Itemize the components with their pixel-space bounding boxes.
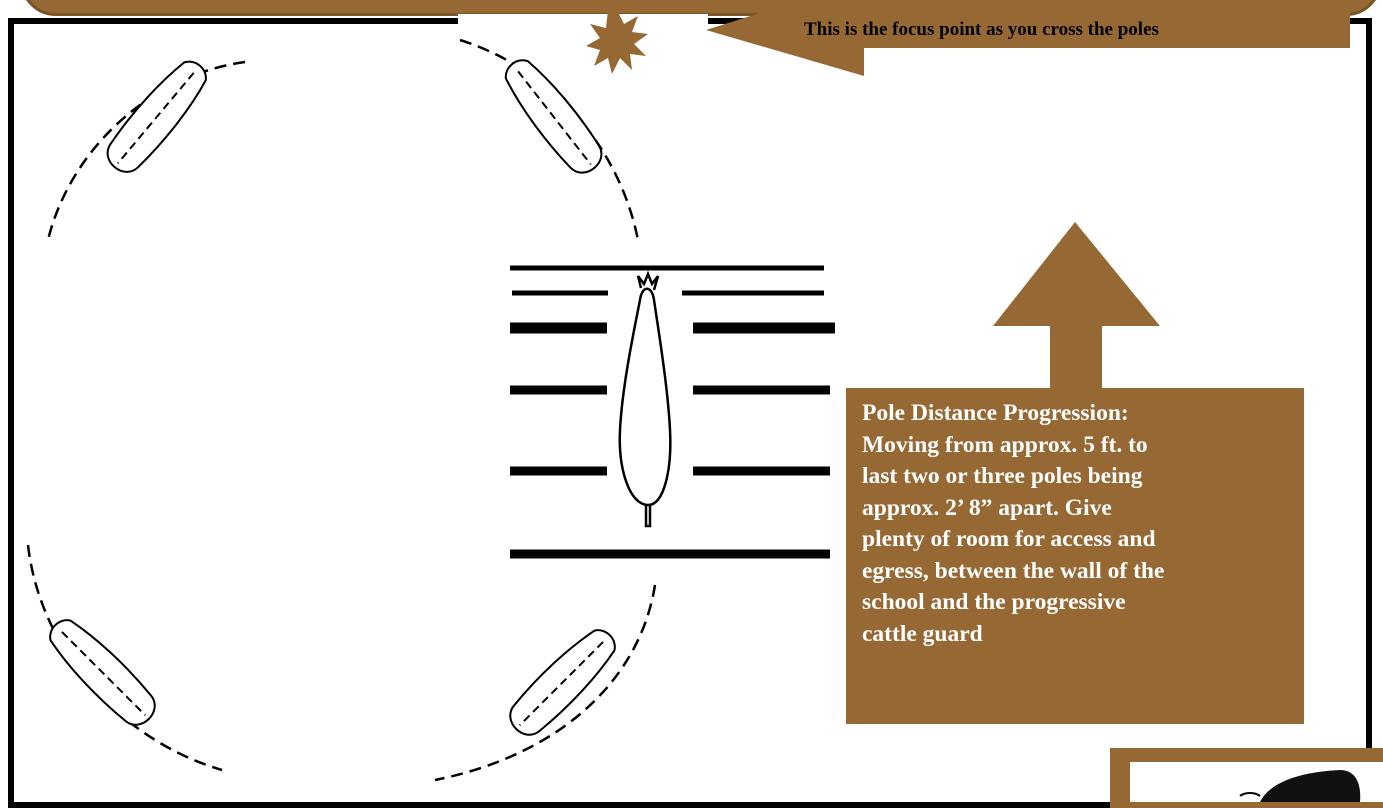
info-line: Pole Distance Progression: [862,398,1292,430]
horse-topview-icon [99,53,215,180]
arrow-up-icon [993,222,1160,392]
info-line: cattle guard [862,619,1292,651]
horse-topview-icon [620,274,671,526]
info-line: egress, between the wall of the [862,556,1292,588]
horse-topview-icon [502,621,624,743]
info-line: approx. 2’ 8” apart. Give [862,493,1292,525]
info-line: plenty of room for access and [862,524,1292,556]
horse-head-icon [1130,762,1383,802]
horse-topview-icon [496,52,609,181]
focus-callout: This is the focus point as you cross the… [780,12,1340,48]
horse-topview-icon [41,611,163,733]
cattle-guard-poles [510,268,835,554]
info-text: Pole Distance Progression: Moving from a… [862,398,1292,650]
info-line: school and the progressive [862,587,1292,619]
focus-callout-text: This is the focus point as you cross the… [804,19,1159,41]
info-line: last two or three poles being [862,461,1292,493]
corner-panel-inner [1130,762,1383,802]
info-line: Moving from approx. 5 ft. to [862,430,1292,462]
